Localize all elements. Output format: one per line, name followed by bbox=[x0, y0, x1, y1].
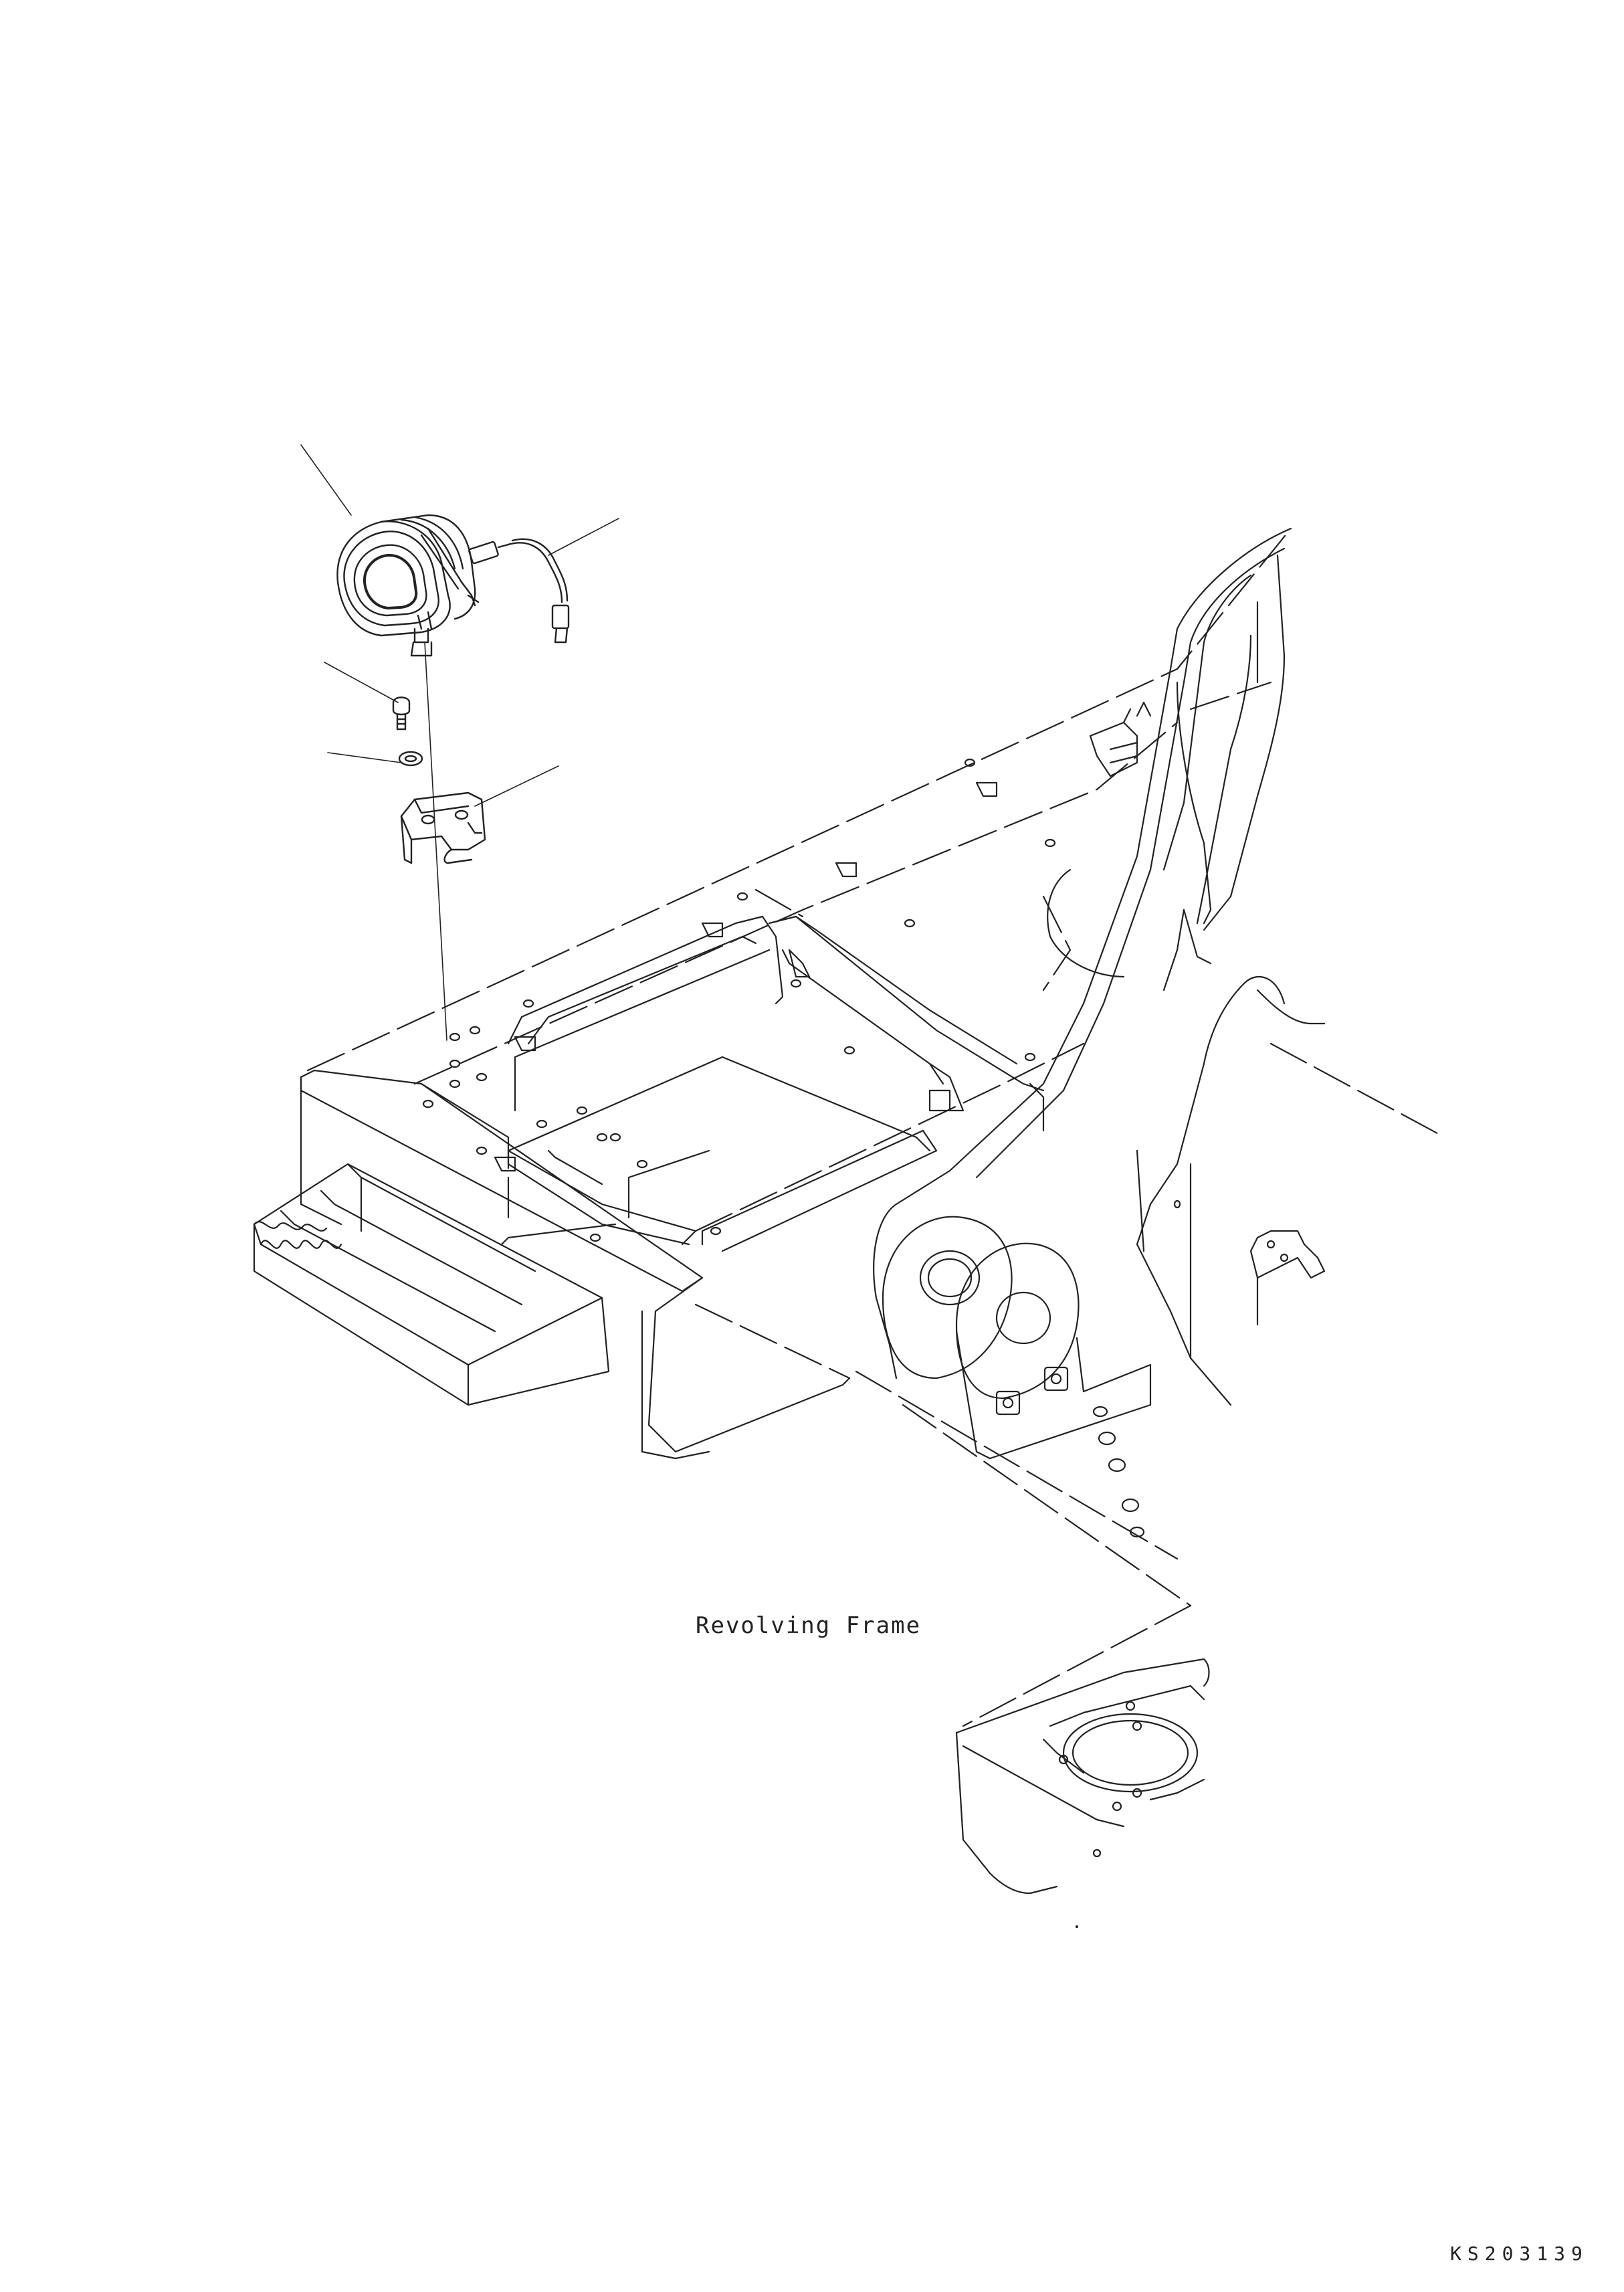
mounting-bolt bbox=[392, 696, 411, 731]
work-lamp bbox=[336, 514, 480, 657]
frame-step bbox=[253, 1163, 610, 1406]
frame-boom-foot bbox=[873, 527, 1326, 1538]
leader-lines bbox=[300, 444, 619, 1041]
frame-deck-panels bbox=[500, 915, 1045, 1252]
frame-tabs bbox=[494, 781, 998, 1172]
lamp-bracket bbox=[400, 791, 486, 864]
frame-holes bbox=[422, 758, 1056, 1242]
diagram-caption: Revolving Frame bbox=[696, 1612, 922, 1639]
frame-phantom-edges bbox=[306, 527, 1446, 1727]
revolving-frame bbox=[253, 527, 1446, 1895]
frame-rear-block bbox=[955, 1658, 1210, 1895]
washer bbox=[398, 751, 423, 767]
drawing-number: KS203139 bbox=[1450, 2242, 1589, 2265]
frame-front-block bbox=[300, 1069, 851, 1460]
lamp-wiring-harness bbox=[468, 538, 570, 644]
stray-mark bbox=[1075, 1925, 1079, 1929]
